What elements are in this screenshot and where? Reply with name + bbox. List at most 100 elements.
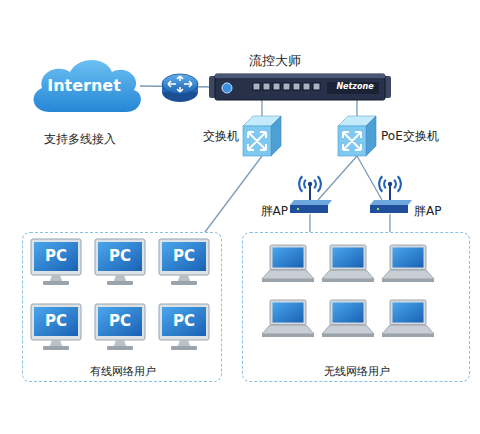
graphic-part — [370, 205, 408, 213]
graphic-part — [308, 182, 312, 186]
graphic-part — [178, 340, 190, 346]
graphic-part — [162, 82, 198, 102]
graphic-part — [215, 74, 385, 100]
caption-label: 支持多线接入 — [30, 131, 130, 148]
graphic-part — [50, 275, 62, 281]
node-label: Internet — [28, 76, 140, 95]
graphic-part — [114, 275, 126, 281]
node-label: 胖AP — [256, 204, 288, 218]
graphic-part — [290, 205, 328, 213]
graphic-part — [107, 346, 133, 350]
node-label: PC — [95, 247, 145, 265]
graphic-part — [314, 180, 316, 188]
graphic-part — [293, 83, 300, 90]
graphic-part — [162, 84, 198, 92]
graphic-part — [107, 281, 133, 285]
graphic-part — [43, 346, 69, 350]
graphic-part — [366, 116, 376, 156]
graphic-part — [95, 239, 145, 275]
ap-node: 胖AP — [290, 200, 330, 214]
graphic-part — [389, 186, 391, 200]
router-symbol — [162, 74, 198, 102]
graphic-part — [171, 346, 197, 350]
graphic-part — [95, 304, 145, 340]
network-link — [318, 156, 357, 200]
network-link — [140, 86, 215, 87]
node-label: PC — [159, 247, 209, 265]
cloud-node: Internet — [28, 58, 140, 114]
graphic-part — [162, 74, 198, 94]
graphic-part — [273, 83, 280, 90]
graphic-part — [377, 208, 379, 210]
network-link — [356, 100, 357, 116]
cube-shape — [338, 116, 376, 156]
graphic-part — [343, 132, 361, 150]
graphic-part — [398, 176, 401, 191]
graphic-part — [271, 116, 281, 156]
graphic-part — [159, 304, 209, 340]
node-label: PoE交换机 — [381, 129, 457, 143]
brand-text: Netzone — [333, 82, 377, 92]
pc-node: PC — [31, 239, 81, 285]
node-label: 无线网络用户 — [243, 365, 471, 378]
graphic-part — [114, 340, 126, 346]
graphic-part — [171, 281, 197, 285]
cube-node: 交换机 — [243, 116, 281, 156]
graphic-part — [318, 176, 321, 191]
graphic-part — [290, 200, 332, 205]
laptop-symbol — [382, 245, 434, 282]
pc-node: PC — [31, 304, 81, 350]
cube-node: PoE交换机 — [338, 116, 376, 156]
graphic-part — [178, 275, 190, 281]
network-link — [261, 100, 262, 116]
laptop-symbol — [262, 300, 314, 337]
network-link — [357, 156, 382, 200]
ap-node: 胖AP — [370, 200, 410, 214]
graphic-part — [304, 180, 306, 188]
network-link — [389, 214, 390, 232]
graphic-part — [370, 200, 412, 205]
graphic-part — [297, 208, 299, 210]
graphic-part — [379, 176, 401, 200]
pc-node: PC — [95, 239, 145, 285]
graphic-part — [299, 176, 302, 191]
pc-node: PC — [159, 239, 209, 285]
node-label: 交换机 — [193, 129, 239, 143]
graphic-part — [327, 82, 379, 94]
node-label: PC — [31, 312, 81, 330]
laptop-symbol — [322, 300, 374, 337]
node-label: PC — [159, 312, 209, 330]
graphic-part — [379, 176, 382, 191]
graphic-part — [43, 281, 69, 285]
laptop-symbol — [262, 245, 314, 282]
node-label: PC — [95, 312, 145, 330]
graphic-part — [388, 182, 392, 186]
graphic-part — [177, 87, 183, 92]
graphic-part — [384, 180, 386, 188]
graphic-part — [338, 126, 366, 156]
graphic-part — [222, 83, 232, 93]
user-group: 无线网络用户 — [242, 232, 470, 382]
graphic-part — [313, 83, 320, 90]
graphic-part — [31, 239, 81, 275]
laptop-symbol — [322, 245, 374, 282]
ap-shape — [370, 200, 410, 214]
pc-node: PC — [95, 304, 145, 350]
graphic-part — [159, 239, 209, 275]
graphic-part — [184, 81, 192, 87]
graphic-part — [309, 186, 311, 200]
graphic-part — [50, 340, 62, 346]
graphic-part — [243, 126, 271, 156]
graphic-part — [303, 83, 310, 90]
laptop-symbol — [382, 300, 434, 337]
pc-node: PC — [159, 304, 209, 350]
group-shape — [243, 233, 471, 383]
cube-shape — [243, 116, 281, 156]
user-group: 有线网络用户PCPCPCPCPCPC — [22, 232, 222, 382]
graphic-part — [31, 304, 81, 340]
graphic-part — [263, 83, 270, 90]
